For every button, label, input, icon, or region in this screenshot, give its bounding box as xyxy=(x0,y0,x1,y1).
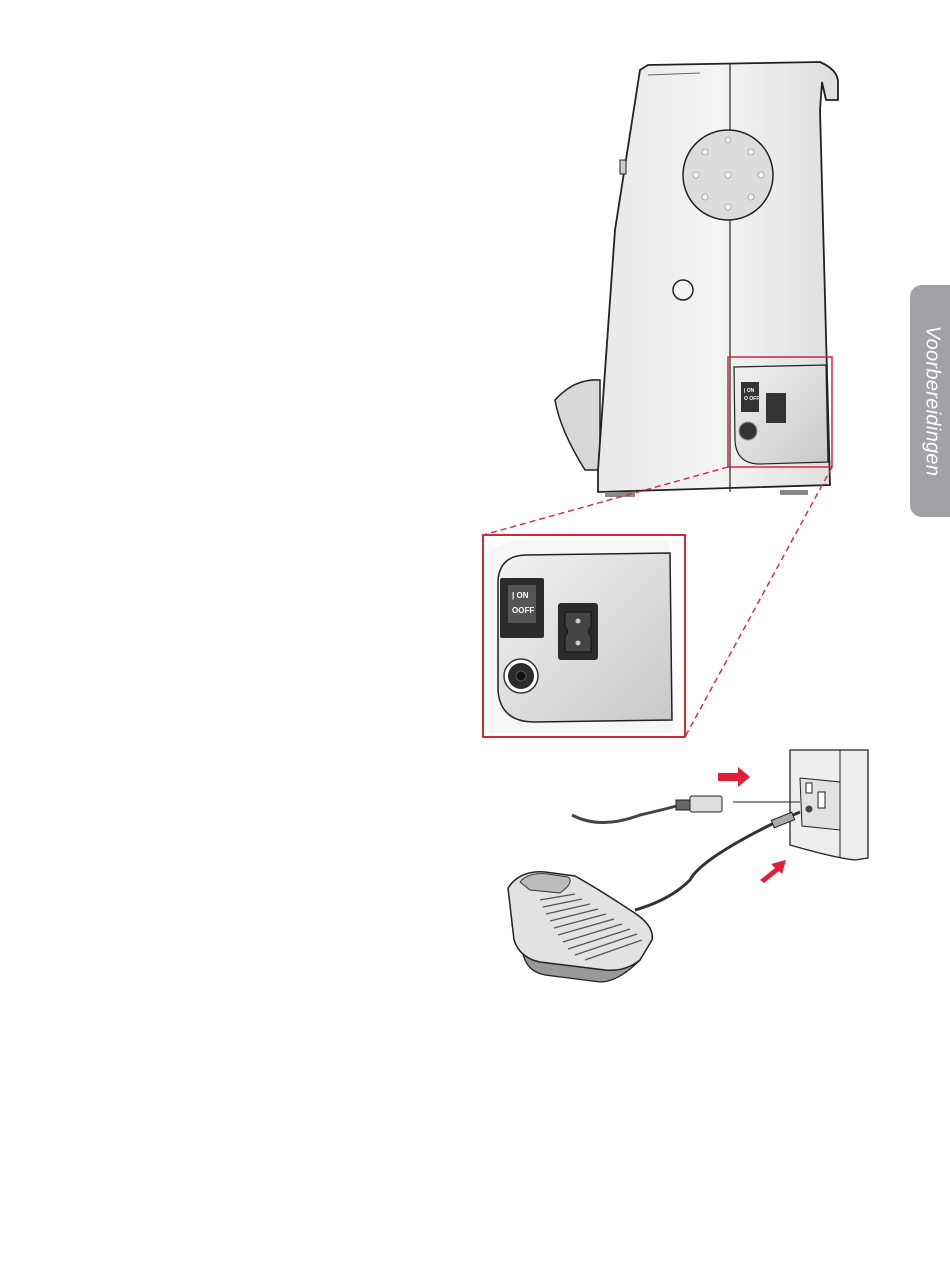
foot-control-socket xyxy=(503,658,539,694)
callout-zoom-box xyxy=(482,356,833,738)
connection-illustration xyxy=(571,749,869,912)
svg-text:O OFF: O OFF xyxy=(744,396,759,402)
svg-text:| ON: | ON xyxy=(512,591,529,600)
svg-text:OOFF: OOFF xyxy=(512,606,534,615)
power-switch: | ON OOFF xyxy=(500,578,544,638)
arrow-icon xyxy=(718,767,750,787)
arrow-icon xyxy=(760,860,786,883)
sewing-machine-side-view: | ON O OFF xyxy=(554,61,839,497)
foot-control-pedal xyxy=(507,871,654,983)
power-socket xyxy=(558,603,598,660)
section-tab: Voorbereidingen xyxy=(910,285,950,517)
svg-text:| ON: | ON xyxy=(744,388,755,394)
enlarged-power-panel: | ON OOFF xyxy=(482,534,686,738)
